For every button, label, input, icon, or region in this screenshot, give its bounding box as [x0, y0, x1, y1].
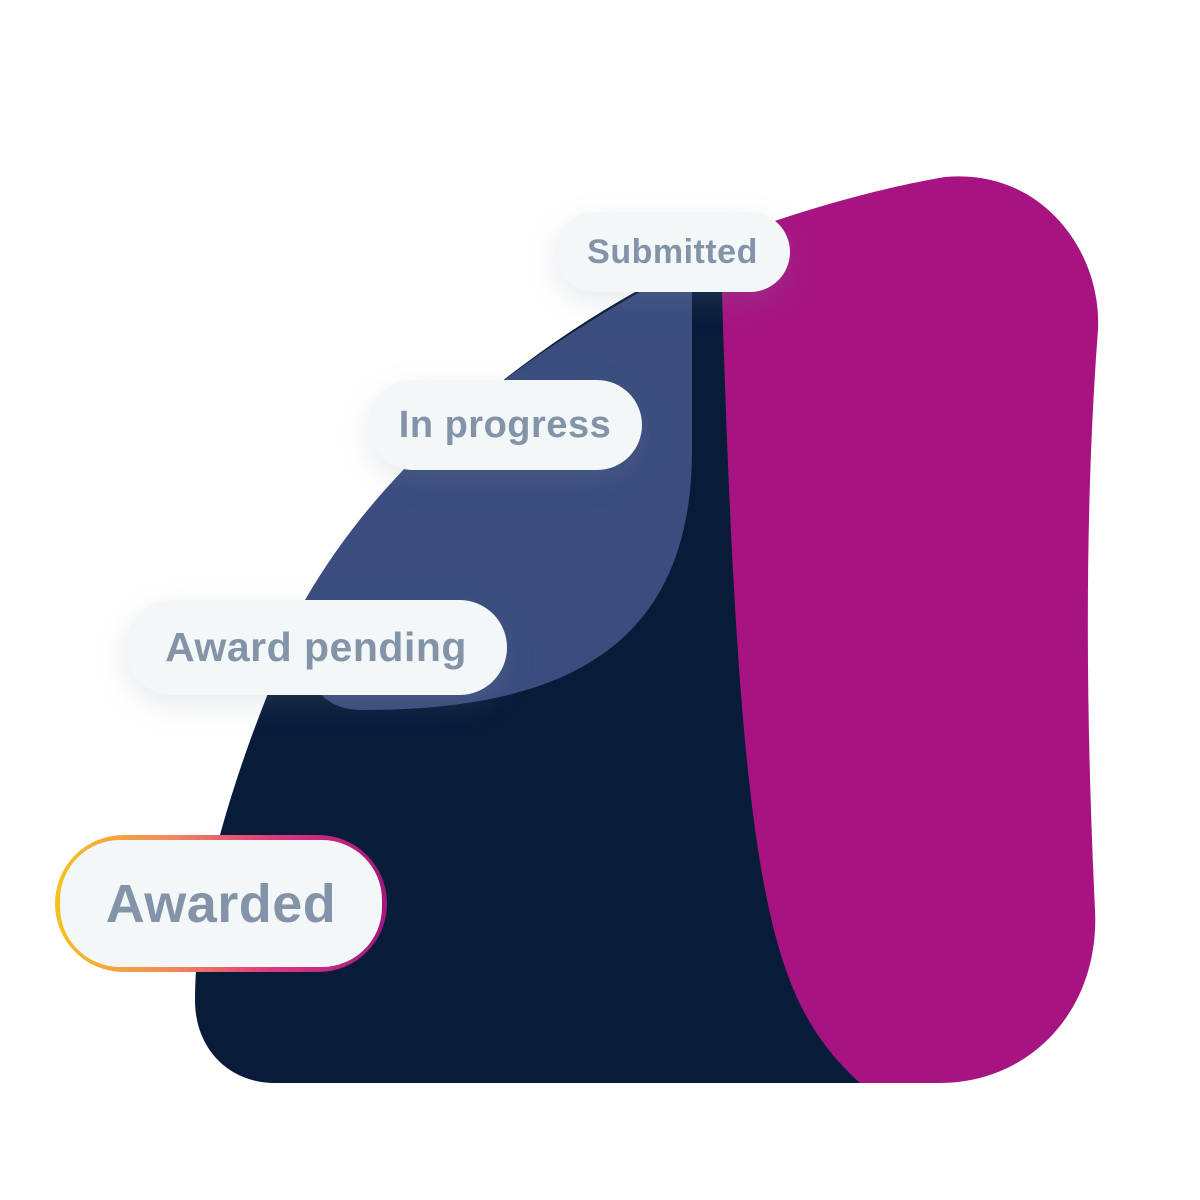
stage-submitted: Submitted — [555, 212, 790, 292]
stage-awarded-highlight: Awarded — [55, 835, 387, 972]
magenta-shape — [722, 176, 1099, 1083]
stage-in-progress: In progress — [368, 380, 642, 470]
stage-awarded: Awarded — [60, 840, 382, 967]
stage-award-pending: Award pending — [125, 600, 507, 695]
